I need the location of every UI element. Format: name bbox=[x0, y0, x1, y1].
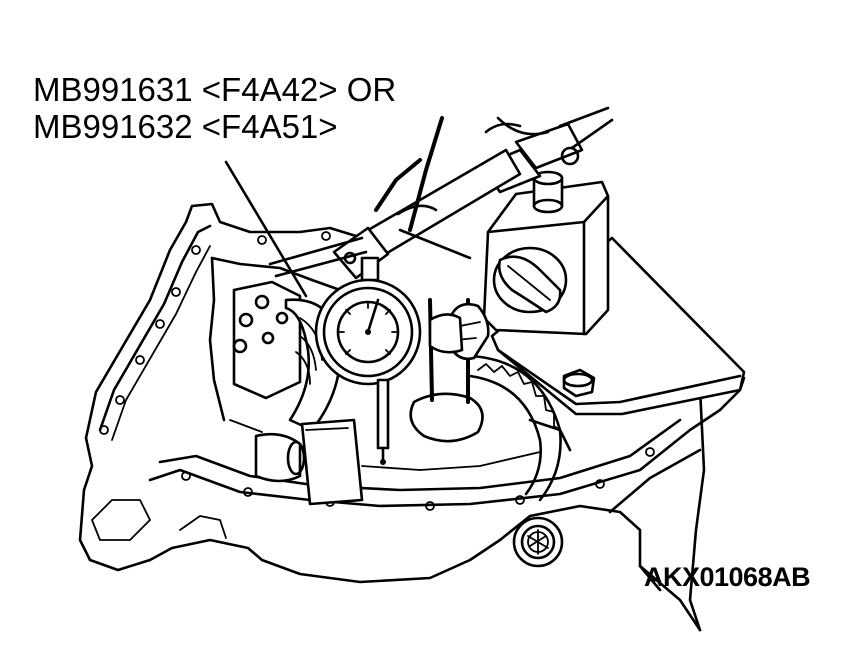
figure-code: AKX01068AB bbox=[644, 562, 811, 592]
tool-callout-primary: MB991631 <F4A42> OR bbox=[33, 71, 397, 108]
tool-callout-alternate: MB991632 <F4A51> bbox=[33, 108, 338, 145]
dial-indicator bbox=[268, 116, 522, 465]
magnet-switch-knob bbox=[492, 246, 568, 314]
leader-lines bbox=[224, 122, 522, 298]
magnetic-base-stand bbox=[480, 106, 746, 416]
transaxle-case bbox=[78, 202, 746, 632]
plate-bolt bbox=[562, 368, 596, 398]
threaded-boss bbox=[512, 516, 564, 568]
